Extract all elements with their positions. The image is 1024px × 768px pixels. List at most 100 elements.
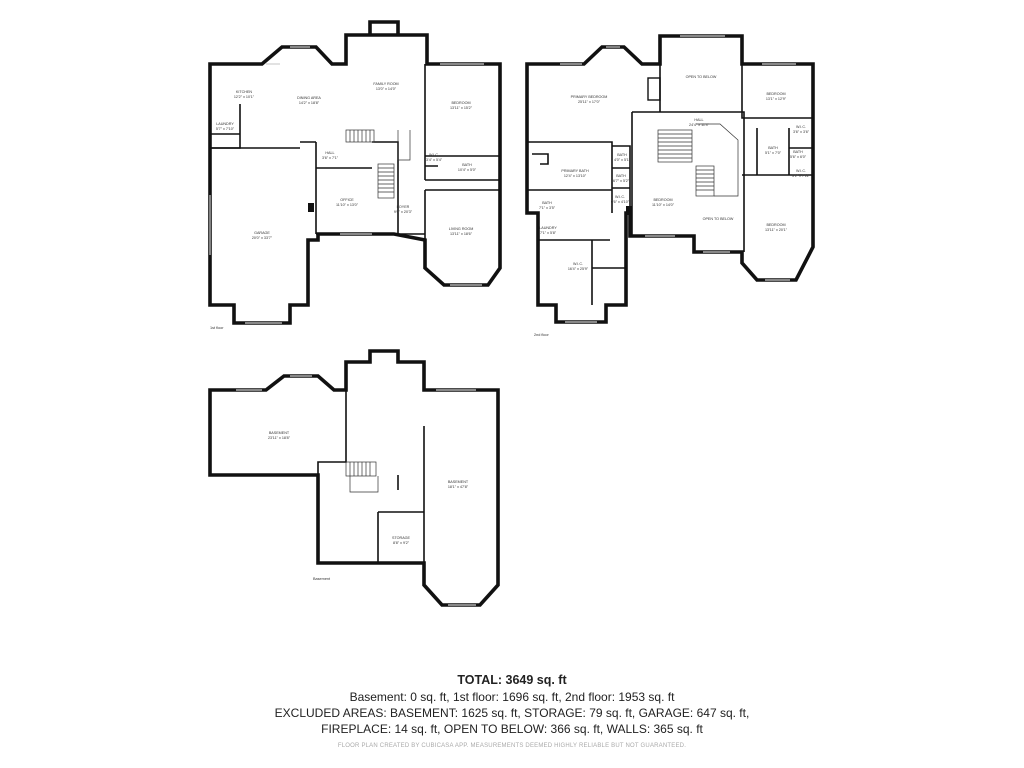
room-name: GARAGE [254,231,270,235]
room-dims: 13'11" x 20'1" [765,228,788,232]
room-name: BEDROOM [451,101,470,105]
svg-text:BATH: BATH [793,150,803,154]
room-name: BASEMENT [269,431,290,435]
svg-text:GARAGE: GARAGE [254,231,270,235]
room-dims: 3'4" x 5'4" [426,158,443,162]
svg-text:12'2" x 10'1": 12'2" x 10'1" [234,95,255,99]
room-name: LIVING ROOM [449,227,474,231]
svg-text:7'1" x 5'8": 7'1" x 5'8" [540,231,557,235]
svg-text:BEDROOM: BEDROOM [653,198,672,202]
svg-text:20'0" x 33'7": 20'0" x 33'7" [252,236,273,240]
total-area: TOTAL: 3649 sq. ft [457,673,567,687]
svg-text:13'0" x 14'0": 13'0" x 14'0" [376,87,397,91]
room-dims: 20'0" x 33'7" [252,236,273,240]
svg-text:13'11" x 15'2": 13'11" x 15'2" [450,106,473,110]
svg-text:5'7" x 7'10": 5'7" x 7'10" [216,127,235,131]
room-name: FOYER [397,205,410,209]
svg-text:6'7" x 5'2": 6'7" x 5'2" [613,179,630,183]
room-name: BEDROOM [766,92,785,96]
room-dims: 7'1" x 3'5" [539,206,556,210]
svg-text:16'4" x 25'9": 16'4" x 25'9" [568,267,589,271]
svg-text:LAUNDRY: LAUNDRY [216,122,234,126]
room-name: LAUNDRY [216,122,234,126]
room-name: OPEN TO BELOW [703,217,734,221]
svg-text:10'4" x 5'0": 10'4" x 5'0" [458,168,477,172]
second-floor-plan: PRIMARY BEDROOM 25'11" x 17'0" OPEN TO B… [525,34,815,337]
room-name: BEDROOM [653,198,672,202]
room-dims: 3'6" x 7'1" [322,156,339,160]
svg-text:W.I.C.: W.I.C. [615,195,625,199]
svg-text:BATH: BATH [542,201,552,205]
svg-text:7'1" x 3'5": 7'1" x 3'5" [539,206,556,210]
svg-text:W.I.C.: W.I.C. [573,262,583,266]
svg-text:PRIMARY BATH: PRIMARY BATH [561,169,589,173]
room-name: BATH [462,163,472,167]
room-dims: 14'2" x 18'8" [299,101,320,105]
room-name: HALL [694,118,703,122]
svg-text:BASEMENT: BASEMENT [448,480,469,484]
svg-text:BEDROOM: BEDROOM [451,101,470,105]
area-summary: TOTAL: 3649 sq. ft Basement: 0 sq. ft, 1… [0,672,1024,749]
room-name: BATH [793,150,803,154]
svg-text:HALL: HALL [694,118,703,122]
svg-text:LAUNDRY: LAUNDRY [539,226,557,230]
svg-text:FAMILY ROOM: FAMILY ROOM [373,82,398,86]
svg-text:BEDROOM: BEDROOM [766,223,785,227]
svg-text:OPEN TO BELOW: OPEN TO BELOW [703,217,734,221]
room-dims: 9'0" x 20'3" [394,210,413,214]
floor-label-first: 1st floor [210,326,224,330]
first-floor-plan: KITCHEN 12'2" x 10'1" DINING AREA 14'2" … [208,20,502,330]
room-dims: 13'11" x 15'2" [450,106,473,110]
svg-text:5'6" x 6'0": 5'6" x 6'0" [790,155,807,159]
svg-text:BATH: BATH [617,153,627,157]
svg-text:W.I.C.: W.I.C. [796,125,806,129]
svg-text:PRIMARY BEDROOM: PRIMARY BEDROOM [571,95,608,99]
room-dims: 10'4" x 5'0" [458,168,477,172]
svg-text:4'0" x 5'1": 4'0" x 5'1" [614,158,631,162]
svg-text:BASEMENT: BASEMENT [269,431,290,435]
room-dims: 13'1" x 12'9" [766,97,787,101]
room-dims: 25'11" x 17'0" [578,100,601,104]
room-dims: 5'7" x 7'10" [216,127,235,131]
room-name: STORAGE [392,536,411,540]
svg-text:3'6" x 3'6": 3'6" x 3'6" [793,130,810,134]
room-name: FAMILY ROOM [373,82,398,86]
room-name: OFFICE [340,198,354,202]
svg-text:8'8" x 9'2": 8'8" x 9'2" [393,541,410,545]
svg-text:9'0" x 20'3": 9'0" x 20'3" [394,210,413,214]
floor-label-second: 2nd floor [534,333,550,337]
room-name: KITCHEN [236,90,253,94]
svg-text:KITCHEN: KITCHEN [236,90,253,94]
room-name: W.I.C. [573,262,583,266]
basement-plan: BASEMENT 23'11" x 18'8" BASEMENT 18'1" x… [208,349,500,607]
room-dims: 4'0" x 5'1" [614,158,631,162]
room-dims: 8'8" x 9'2" [393,541,410,545]
room-name: BATH [617,153,627,157]
svg-text:24'4" x 11'4": 24'4" x 11'4" [689,123,710,127]
svg-text:FOYER: FOYER [397,205,410,209]
svg-text:13'11" x 18'6": 13'11" x 18'6" [450,232,473,236]
svg-text:DINING AREA: DINING AREA [297,96,321,100]
svg-text:W.I.C.: W.I.C. [796,169,806,173]
room-name: BATH [542,201,552,205]
floor-areas: Basement: 0 sq. ft, 1st floor: 1696 sq. … [349,690,675,704]
svg-text:STORAGE: STORAGE [392,536,411,540]
svg-text:23'11" x 18'8": 23'11" x 18'8" [268,436,291,440]
svg-text:LIVING ROOM: LIVING ROOM [449,227,474,231]
room-dims: 13'11" x 18'6" [450,232,473,236]
room-name: BEDROOM [766,223,785,227]
room-dims: 6'7" x 5'2" [613,179,630,183]
room-dims: 6'6" x 4'10" [611,200,630,204]
svg-text:13'1" x 12'9": 13'1" x 12'9" [766,97,787,101]
room-dims: 24'4" x 11'4" [689,123,710,127]
room-dims: 11'10" x 13'0" [336,203,359,207]
room-dims: 11'10" x 14'0" [652,203,675,207]
svg-text:6'6" x 4'10": 6'6" x 4'10" [611,200,630,204]
room-dims: 12'2" x 10'1" [234,95,255,99]
floor-label-basement: Basement [313,577,331,581]
svg-text:BATH: BATH [462,163,472,167]
room-name: W.I.C. [796,169,806,173]
room-dims: 13'0" x 14'0" [376,87,397,91]
room-name: HALL [325,151,334,155]
disclaimer: FLOOR PLAN CREATED BY CUBICASA APP. MEAS… [337,743,687,749]
